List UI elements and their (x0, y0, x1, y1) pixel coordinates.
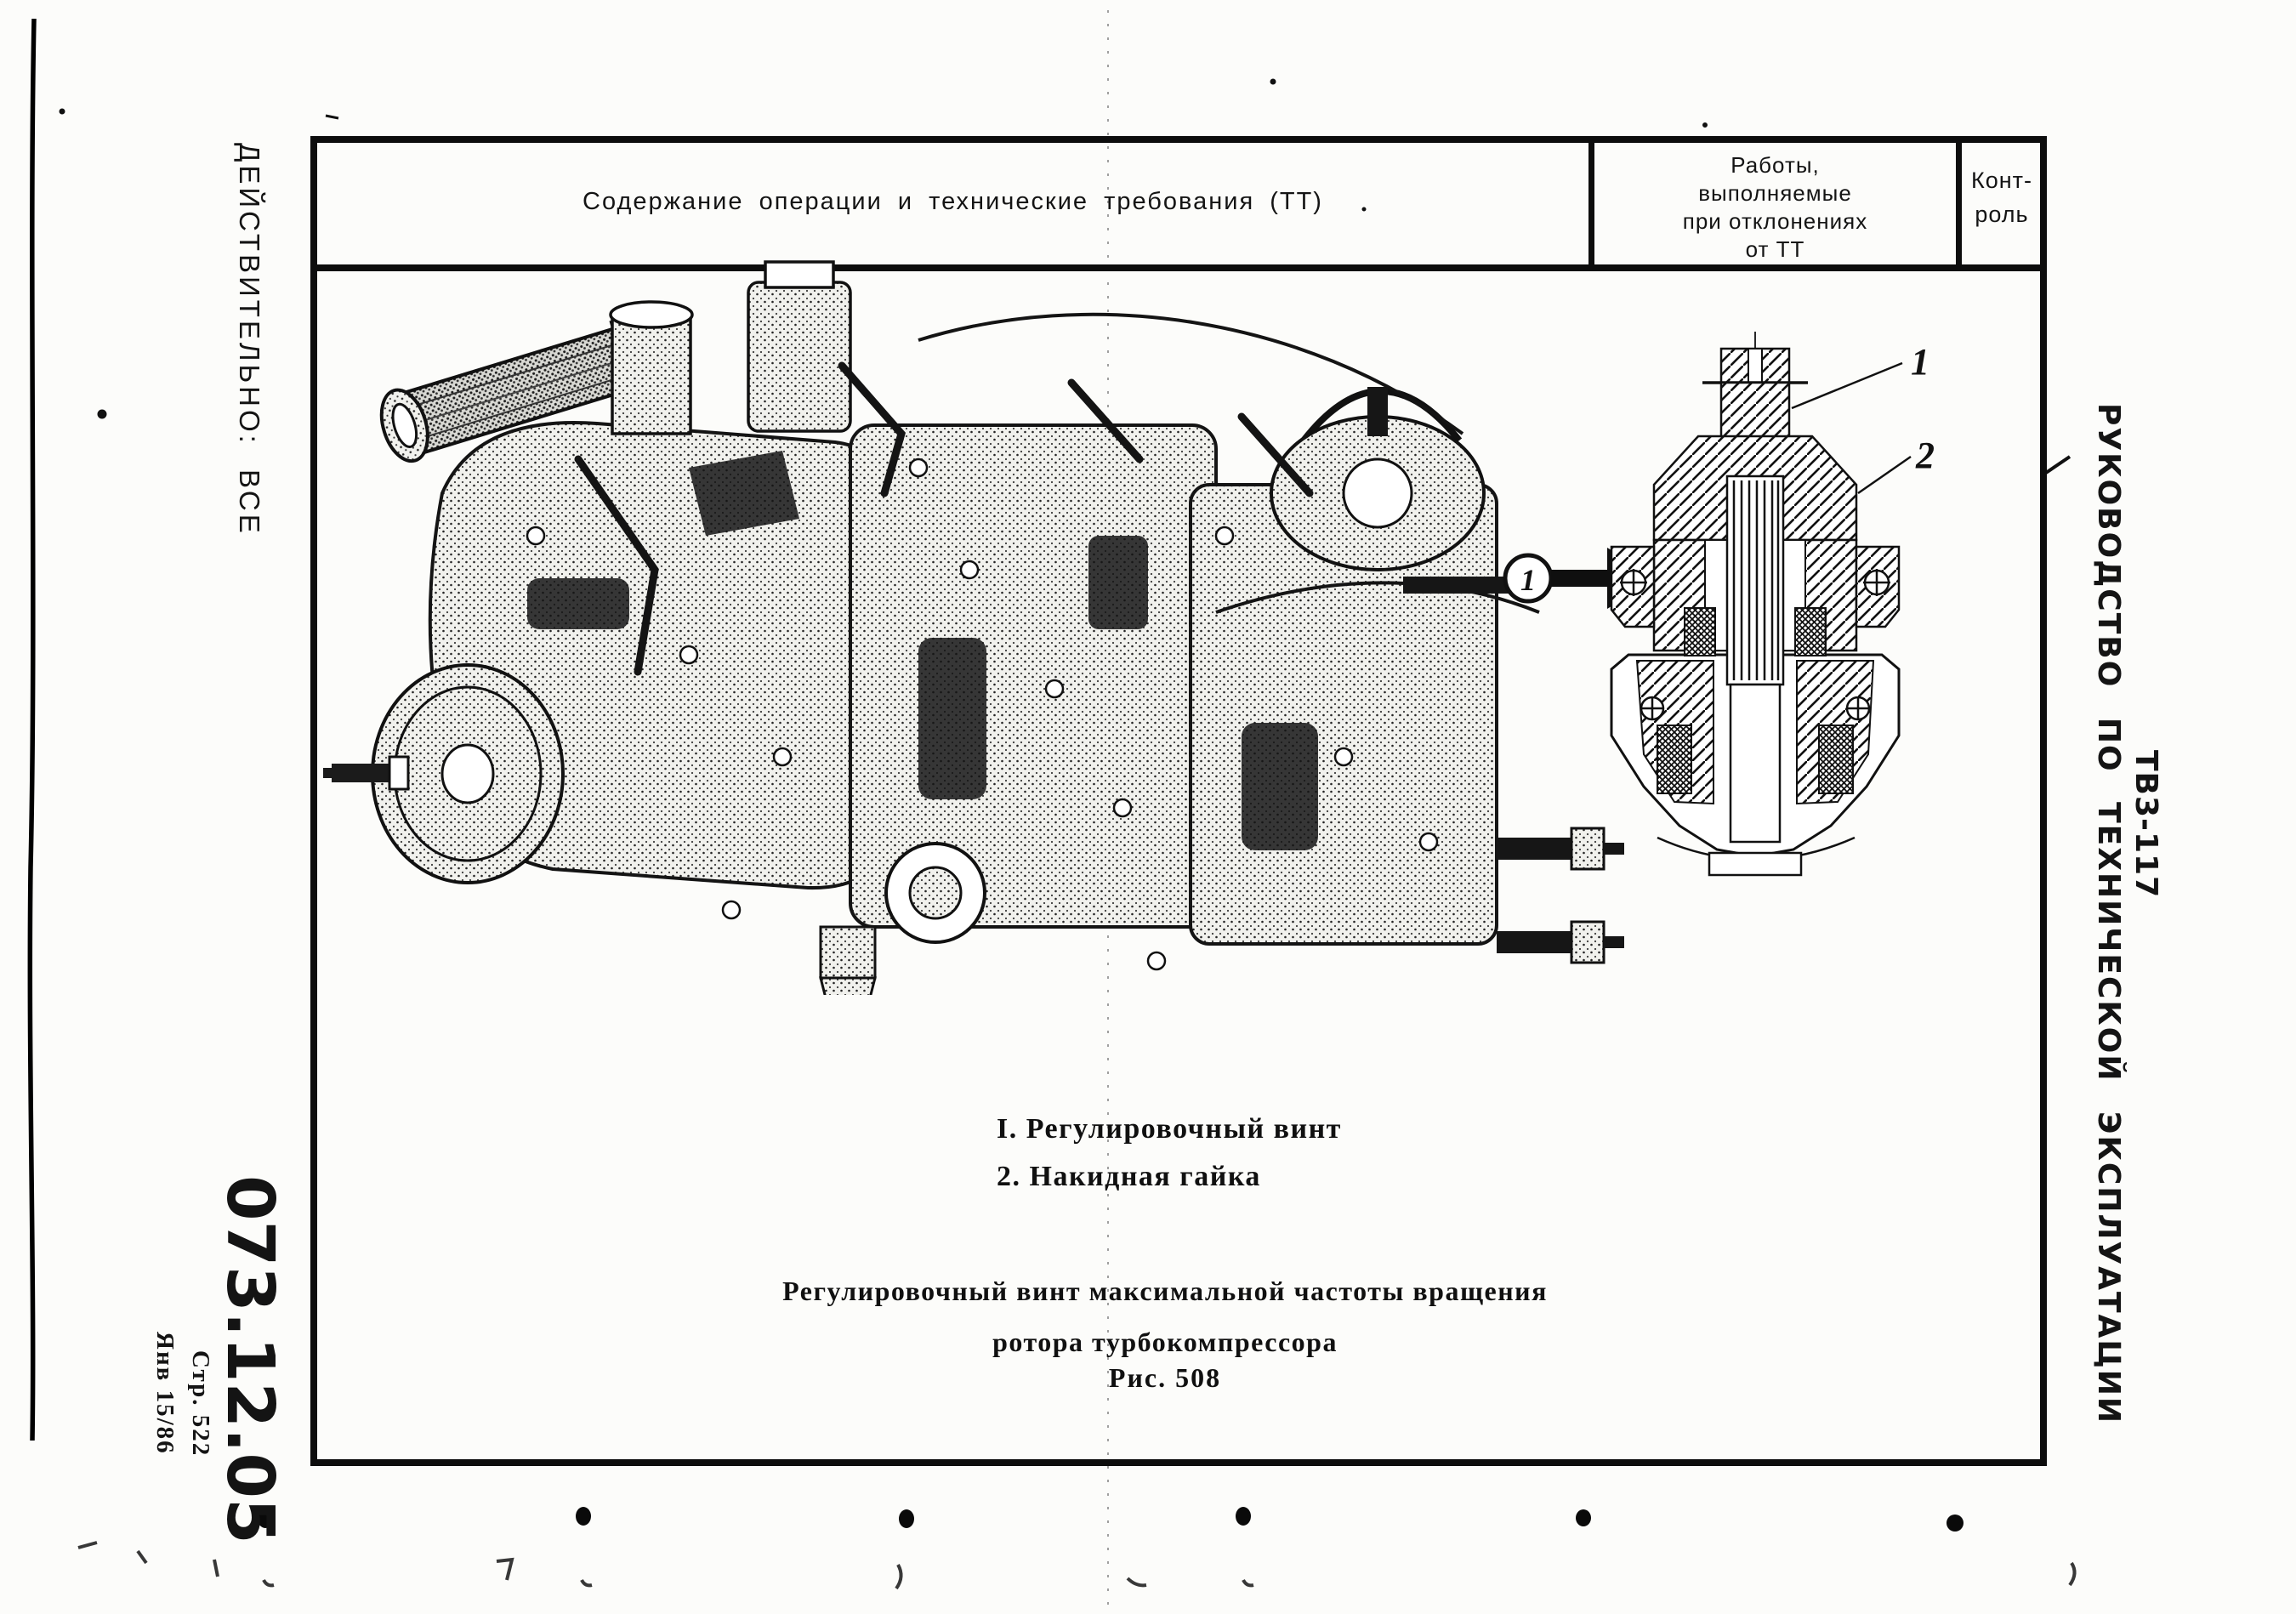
legend-item: I. Регулировочный винт (997, 1113, 1342, 1145)
shadow-patches (527, 451, 1318, 850)
pointer-rod (1403, 577, 1509, 594)
engine-unit-illustration: 1 (323, 260, 1624, 995)
dome-unit (1270, 387, 1486, 571)
callout-1-label: 1 (1911, 341, 1929, 383)
figure-legend: I. Регулировочный винт 2. Накидная гайка (997, 1105, 1342, 1201)
adjustment-screw (1702, 347, 1808, 446)
table-frame (310, 136, 2047, 1466)
drive-flange (323, 663, 565, 884)
round-boss (884, 842, 986, 944)
header-row-divider (310, 264, 2047, 271)
wires (918, 312, 1540, 614)
bolt-heads (526, 457, 1439, 971)
date-reference: Янв 15/86 (151, 1332, 179, 1455)
callout-2-label: 2 (1915, 435, 1935, 476)
task-code: 073.12.05 (212, 1175, 287, 1544)
scan-edge-line (27, 18, 37, 1441)
bolt-symbols (1620, 569, 1890, 721)
arrow-shaft (1551, 570, 1611, 587)
bottom-scan-marks (77, 1541, 2077, 1590)
header-deviation-works-line: выполняемые (1698, 180, 1852, 206)
page-reference: Стр. 522 (187, 1350, 214, 1458)
manual-title: РУКОВОДСТВО ПО ТЕХНИЧЕСКОЙ ЭКСПЛУАТАЦИИ (2091, 403, 2126, 1425)
validity-note: ДЕЙСТВИТЕЛЬНО: ВСЕ (234, 143, 265, 537)
header-deviation-works-line: Работы, (1731, 152, 1820, 178)
engine-model-code: ТВ3-117 (2128, 750, 2163, 899)
legend-item: 2. Накидная гайка (997, 1161, 1261, 1192)
top-fittings (609, 260, 852, 435)
callout-1-leader (1791, 361, 1903, 410)
column-divider-deviations-control (1956, 136, 1962, 271)
header-operation-contents: Содержание операции и технические требов… (583, 188, 1323, 215)
callout-2-leader (1857, 455, 1912, 495)
splined-stem (1704, 475, 1806, 844)
column-divider-main-deviations (1588, 136, 1594, 271)
seal-rings (1657, 607, 1854, 794)
figure-caption: Регулировочный винт максимальной частоты… (736, 1265, 1594, 1367)
header-deviation-works-line: при отклонениях (1682, 208, 1868, 234)
drain-fitting (819, 925, 877, 995)
punch-dots (258, 1507, 1964, 1532)
figure-number: Рис. 508 (1108, 1362, 1222, 1393)
header-control-line: Конт- (1970, 168, 2032, 193)
right-studs (1497, 827, 1624, 964)
header-control-line: роль (1975, 202, 2029, 227)
figure-caption-line: Регулировочный винт максимальной частоты… (782, 1276, 1548, 1306)
figure-caption-line: ротора турбокомпрессора (992, 1327, 1338, 1357)
pointer-badge-label: 1 (1520, 563, 1536, 597)
adjustment-screw-section: 1 2 (1610, 332, 1935, 877)
drive-shaft (332, 764, 391, 782)
levers (574, 361, 1314, 676)
header-deviation-works: Работы, выполняемые при отклонениях от Т… (1594, 151, 1956, 264)
header-control: Конт- роль (1961, 163, 2043, 231)
header-deviation-works-line: от ТТ (1745, 236, 1805, 262)
